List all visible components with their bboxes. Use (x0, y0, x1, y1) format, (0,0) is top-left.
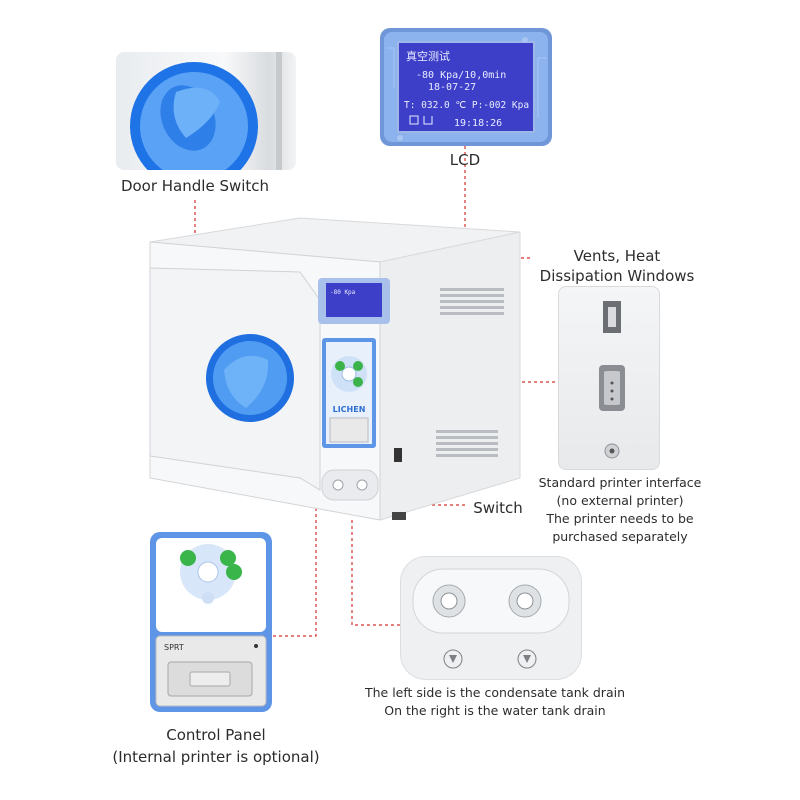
control-line2: (Internal printer is optional) (112, 748, 320, 766)
leader-control (272, 478, 317, 637)
control-panel-inset: SPRT (150, 532, 272, 712)
printer-interface-inset (558, 286, 660, 470)
lcd-line2: -80 Kpa/10,0min (416, 70, 506, 81)
drain-line2: On the right is the water tank drain (384, 703, 606, 718)
leader-drain (351, 520, 402, 626)
lcd-inset: 真空测试 -80 Kpa/10,0min 18-07-27 T: 032.0 ℃… (380, 28, 552, 146)
printer-line4: purchased separately (552, 529, 688, 544)
svg-text:-80 Kpa: -80 Kpa (330, 289, 356, 296)
control-panel-printer-label: SPRT (164, 643, 184, 652)
lcd-label: LCD (449, 151, 481, 169)
vents-label-line2: Dissipation Windows (539, 267, 695, 285)
printer-line3: The printer needs to be (546, 511, 694, 526)
leader-lcd (391, 140, 466, 300)
printer-interface-label: Standard printer interface (no external … (520, 474, 720, 546)
lcd-line4: T: 032.0 ℃ P:-002 Kpa (404, 100, 529, 111)
printer-line2: (no external printer) (556, 493, 684, 508)
lcd-line5: 19:18:26 (454, 118, 502, 129)
control-panel-label: Control Panel (Internal printer is optio… (96, 724, 336, 768)
control-line1: Control Panel (166, 726, 266, 744)
switch-label: Switch (473, 499, 523, 517)
drain-inset (400, 556, 582, 680)
printer-line1: Standard printer interface (538, 475, 702, 490)
drain-label: The left side is the condensate tank dra… (340, 684, 650, 720)
vents-label-line1: Vents, Heat (573, 247, 661, 265)
vents-label: Vents, Heat Dissipation Windows (532, 246, 702, 286)
door-handle-inset (116, 52, 296, 170)
lcd-line3: 18-07-27 (428, 82, 476, 93)
drain-line1: The left side is the condensate tank dra… (364, 685, 626, 700)
door-handle-label: Door Handle Switch (120, 177, 270, 195)
lcd-line1: 真空测试 (406, 49, 450, 63)
device-brand: LICHEN (333, 405, 366, 414)
